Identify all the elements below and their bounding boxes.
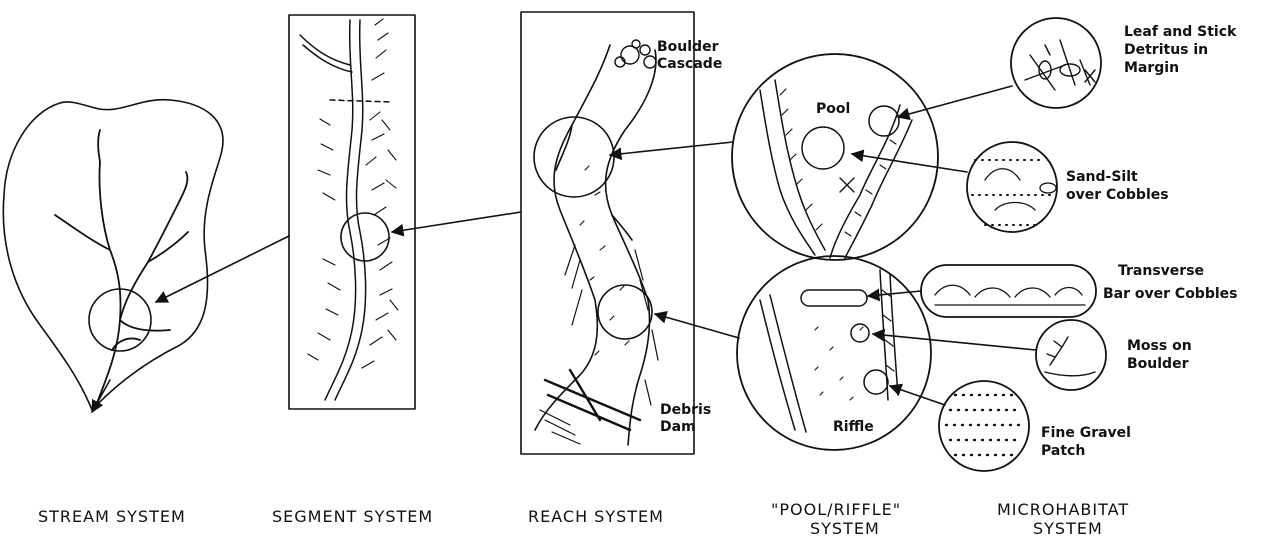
pool-label: Pool	[816, 101, 850, 117]
segment-to-stream-arrow	[156, 236, 289, 302]
reach-riffle-circle	[598, 285, 652, 339]
riffle-moss-circle	[851, 324, 869, 342]
transverse-bar-capsule	[921, 265, 1096, 317]
gravel-label-line1: Fine Gravel	[1041, 425, 1131, 441]
riffle-detail-channel	[760, 270, 898, 432]
boulder-label-line2: Cascade	[657, 56, 722, 72]
sand-label-line2: over Cobbles	[1066, 187, 1169, 203]
watershed-outline	[3, 100, 223, 410]
reach-channel	[535, 45, 658, 445]
fine-gravel-texture	[946, 395, 1024, 455]
debris-label-line2: Dam	[660, 419, 696, 435]
sand-silt-to-pool-arrow	[852, 154, 967, 172]
moss-boulder-circle	[1036, 320, 1106, 390]
pool-silt-circle	[802, 127, 844, 169]
moss-label-line1: Moss on	[1127, 338, 1192, 354]
riffle-to-reach-arrow	[655, 314, 739, 338]
leaf-label-line3: Margin	[1124, 60, 1179, 76]
moss-to-riffle-arrow	[873, 334, 1036, 350]
microhabitat-caption-line1: MICROHABITAT	[997, 500, 1129, 519]
riffle-label: Riffle	[833, 419, 874, 435]
reach-frame	[521, 12, 694, 454]
segment-system-caption: SEGMENT SYSTEM	[272, 507, 433, 526]
segment-frame	[289, 15, 415, 409]
microhabitat-caption-line2: SYSTEM	[1033, 519, 1103, 538]
riffle-gravel-circle	[864, 370, 888, 394]
stream-system-panel: STREAM SYSTEM	[3, 100, 223, 526]
reach-to-segment-arrow	[392, 212, 521, 232]
stream-system-caption: STREAM SYSTEM	[38, 507, 186, 526]
segment-system-panel: SEGMENT SYSTEM	[156, 15, 433, 526]
stream-network	[55, 130, 188, 408]
leaf-label-line2: Detritus in	[1124, 42, 1208, 58]
boulder-label-line1: Boulder	[657, 39, 719, 55]
debris-label-line1: Debris	[660, 402, 711, 418]
reach-system-panel: Boulder Cascade Debris Dam REACH SYSTEM	[392, 12, 722, 526]
pool-riffle-system-panel: Pool Riffle "POOL/RIFFLE" SYSTEM	[610, 54, 938, 538]
pool-detail-circle	[732, 54, 938, 260]
sand-silt-circle	[967, 142, 1057, 232]
sand-silt-texture	[972, 160, 1056, 225]
moss-label-line2: Boulder	[1127, 356, 1189, 372]
leaf-detritus-texture	[1025, 40, 1095, 90]
leaf-to-pool-arrow	[898, 86, 1012, 117]
riffle-bar-outline	[801, 290, 867, 306]
segment-bank-hatching	[308, 19, 398, 368]
bar-label-line2: Bar over Cobbles	[1103, 286, 1237, 302]
boulder-cascade-rocks	[615, 40, 656, 68]
fine-gravel-circle	[939, 381, 1029, 471]
moss-texture	[1045, 337, 1095, 376]
segment-focus-circle	[341, 213, 389, 261]
leaf-detritus-circle	[1011, 18, 1101, 108]
transverse-bar-texture	[935, 285, 1085, 305]
microhabitat-system-panel: Leaf and Stick Detritus in Margin Sand-S…	[852, 18, 1237, 538]
reach-pool-circle	[534, 117, 614, 197]
pool-riffle-caption-line2: SYSTEM	[810, 519, 880, 538]
bar-label-line1: Transverse	[1118, 263, 1204, 279]
pool-to-reach-arrow	[610, 142, 733, 155]
leaf-label-line1: Leaf and Stick	[1124, 24, 1237, 40]
reach-system-caption: REACH SYSTEM	[528, 507, 664, 526]
gravel-label-line2: Patch	[1041, 443, 1085, 459]
sand-label-line1: Sand-Silt	[1066, 169, 1138, 185]
pool-riffle-caption-line1: "POOL/RIFFLE"	[771, 500, 901, 519]
stream-outflow-arrow	[92, 380, 110, 412]
